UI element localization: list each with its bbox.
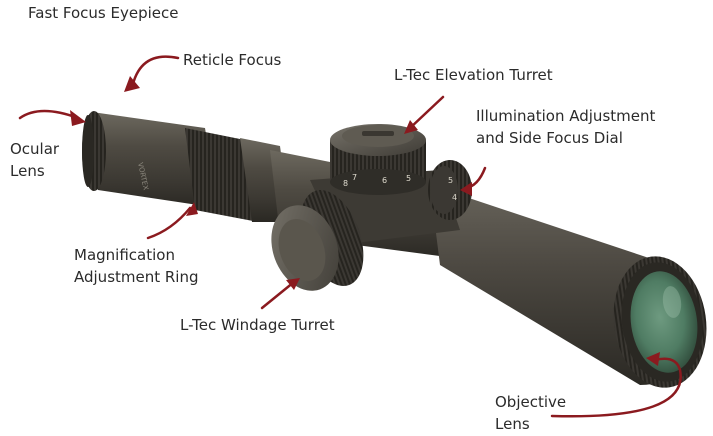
arrow-head-reticle-focus [124, 76, 140, 92]
arrow-windage-turret [260, 280, 296, 310]
eyepiece: VORTEX [82, 111, 218, 208]
label-reticle-focus-text: Reticle Focus [183, 51, 282, 69]
label-objective-line2: Lens [495, 415, 530, 433]
label-ocular-line2: Lens [10, 162, 45, 180]
arrow-head-objective-lens [646, 352, 660, 366]
label-objective-line1: Objective [495, 393, 567, 411]
arrow-head-windage-turret [286, 278, 300, 290]
label-illumination-line2: and Side Focus Dial [476, 129, 623, 147]
objective-lens-glass [630, 271, 698, 373]
arrow-magnification-ring [146, 206, 192, 240]
arrow-elevation-turret [408, 95, 445, 130]
label-illumination-side-focus: Illumination Adjustment and Side Focus D… [476, 105, 655, 149]
arrow-head-elevation-turret [404, 120, 418, 134]
label-objective-lens: Objective Lens [495, 391, 566, 435]
elevation-number: 8 [343, 179, 348, 188]
label-fast-focus-eyepiece: Fast Focus Eyepiece [28, 2, 179, 24]
elevation-turret: 7 8 6 5 [330, 124, 426, 195]
arrow-head-side-focus-dial [460, 182, 472, 196]
side-focus-dial: 5 4 [428, 160, 472, 220]
arrow-head-ocular-lens [70, 110, 86, 126]
label-ocular-lens: Ocular Lens [10, 138, 59, 182]
label-fast-focus-eyepiece-text: Fast Focus Eyepiece [28, 4, 179, 22]
side-dial-number: 4 [452, 193, 457, 202]
arrow-objective-lens [550, 357, 682, 418]
label-elevation-turret: L-Tec Elevation Turret [394, 64, 553, 86]
label-ocular-line1: Ocular [10, 140, 60, 158]
label-reticle-focus: Reticle Focus [183, 49, 281, 71]
label-magnification-ring: Magnification Adjustment Ring [74, 244, 199, 288]
label-illumination-line1: Illumination Adjustment [476, 107, 656, 125]
label-windage-turret: L-Tec Windage Turret [180, 314, 335, 336]
arrow-reticle-focus [130, 55, 180, 90]
elevation-number: 6 [382, 176, 387, 185]
side-dial-number: 5 [448, 176, 453, 185]
label-elevation-turret-text: L-Tec Elevation Turret [394, 66, 553, 84]
arrow-ocular-lens [18, 109, 80, 120]
label-windage-turret-text: L-Tec Windage Turret [180, 316, 335, 334]
arrow-head-magnification-ring [186, 202, 198, 216]
elevation-number: 5 [406, 174, 411, 183]
objective-bell [613, 256, 707, 388]
label-magnification-line2: Adjustment Ring [74, 268, 199, 286]
windage-turret [271, 190, 364, 291]
elevation-number: 7 [352, 173, 357, 182]
label-magnification-line1: Magnification [74, 246, 175, 264]
arrow-heads [70, 76, 660, 366]
